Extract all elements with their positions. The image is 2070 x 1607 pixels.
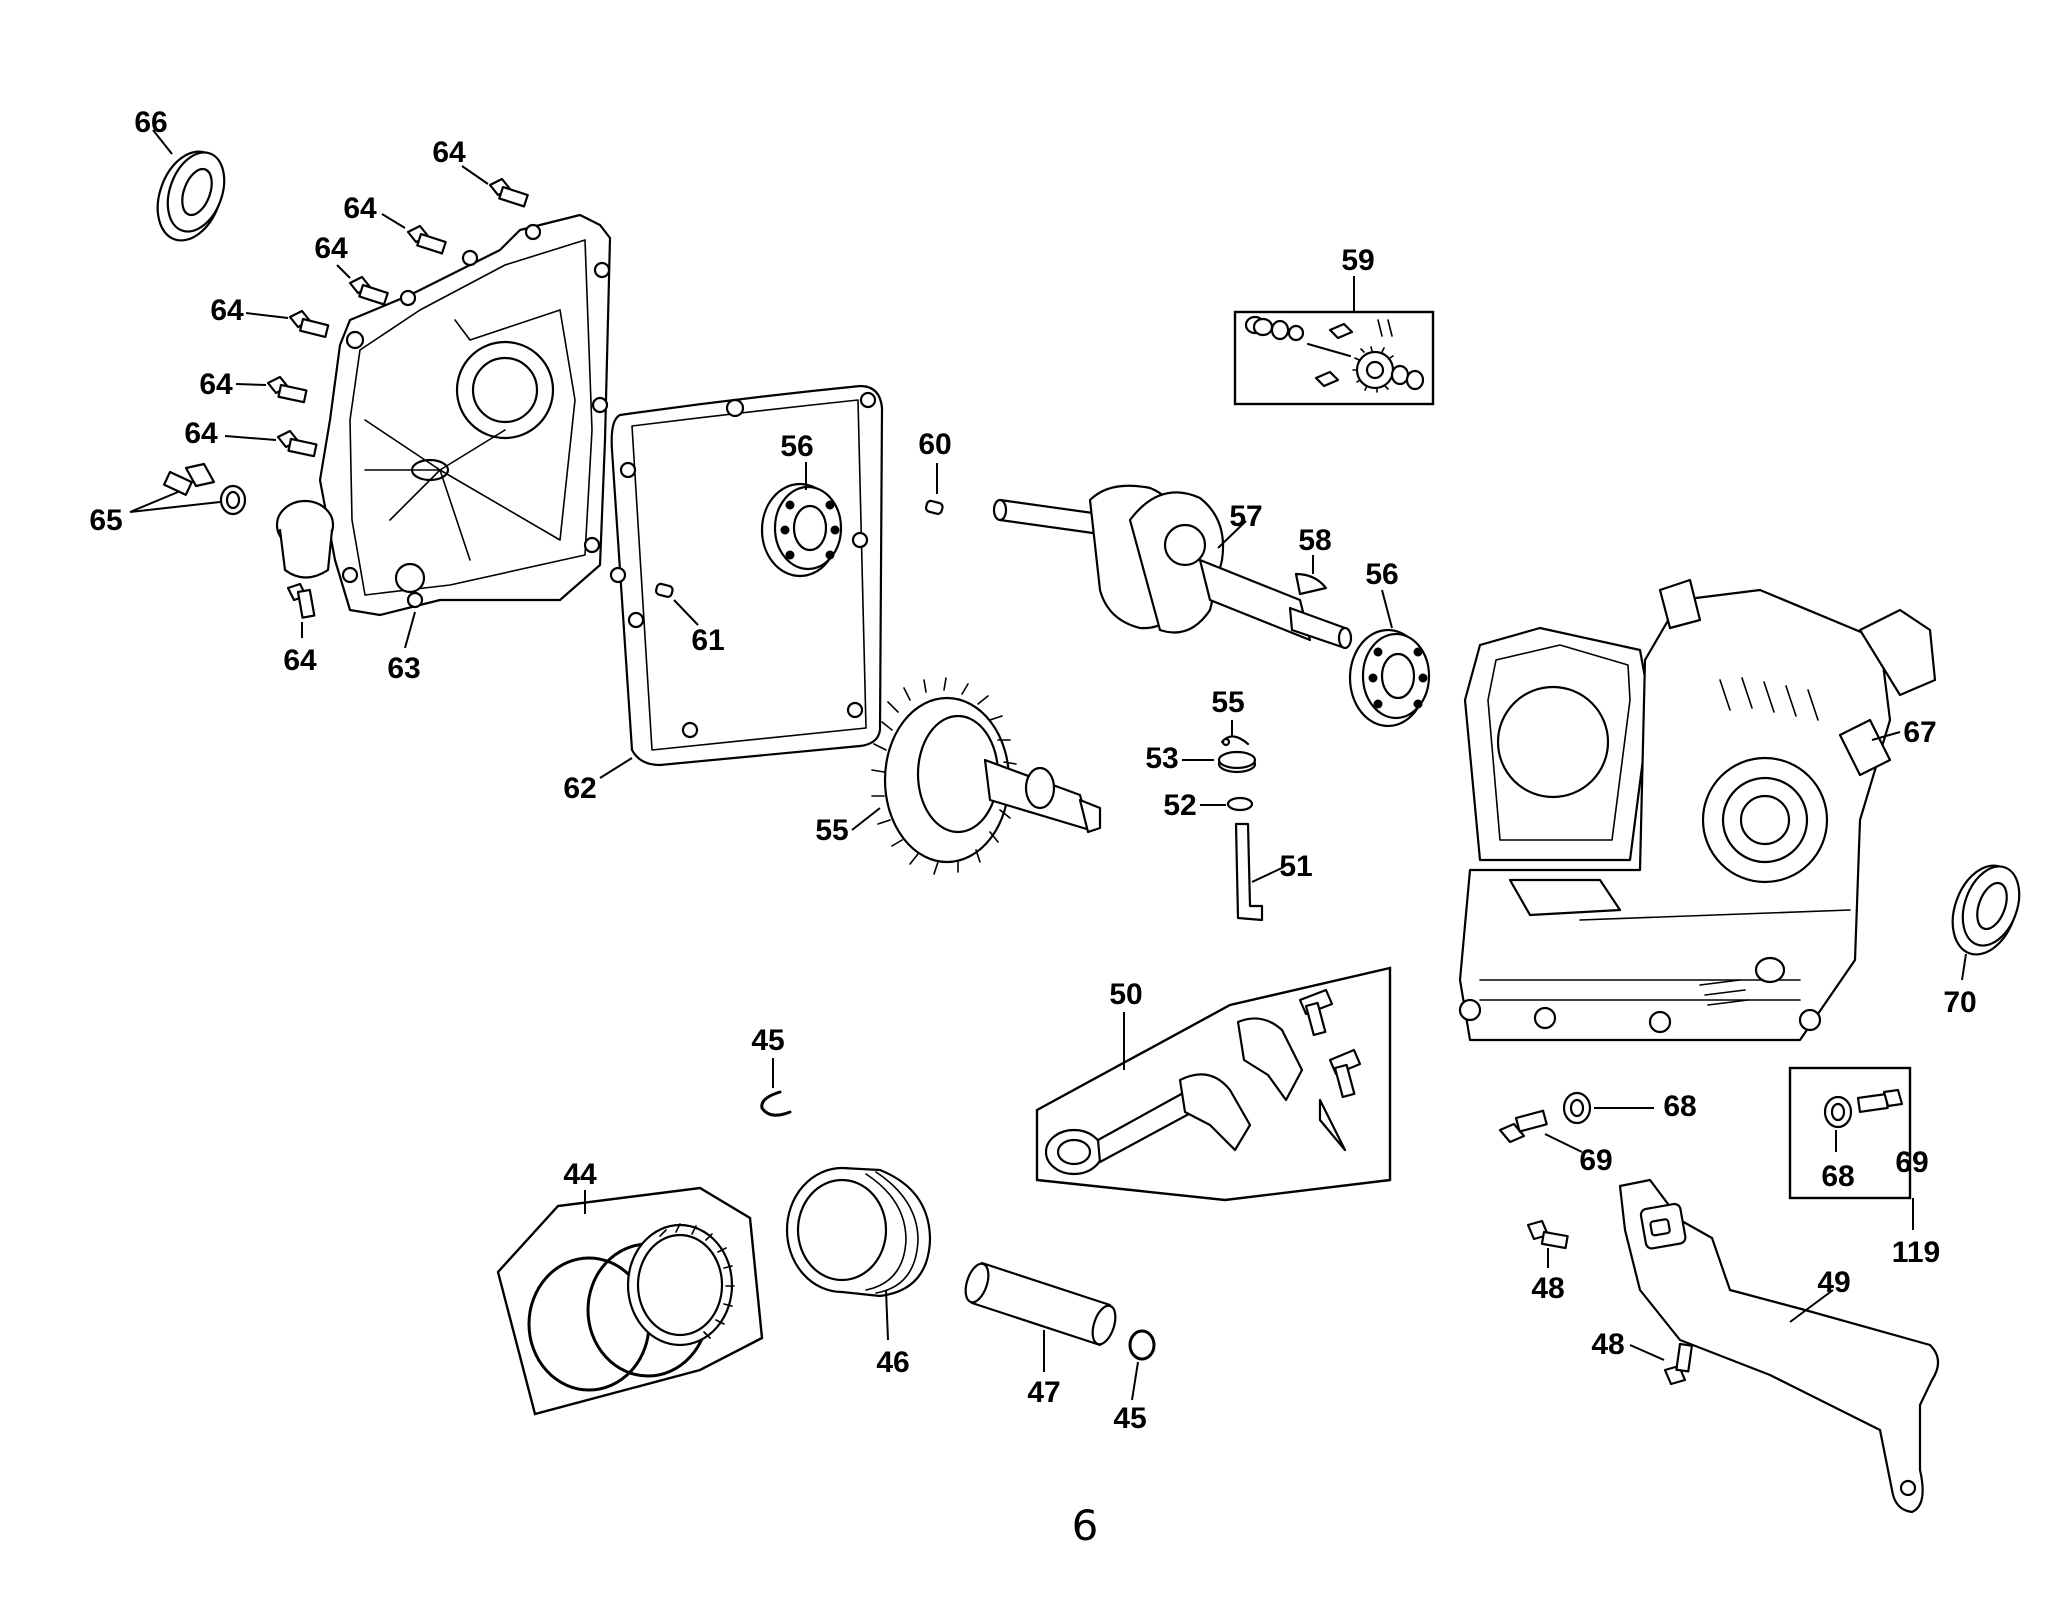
callout-64: 64 — [432, 136, 466, 169]
washer-68 — [1562, 1091, 1592, 1125]
callout-56: 56 — [1365, 558, 1398, 591]
oil-seal-66 — [156, 150, 226, 242]
ball-bearing-56 — [1348, 628, 1431, 728]
callout-47: 47 — [1027, 1376, 1060, 1409]
engine-block-67 — [1458, 578, 1937, 1042]
connecting-rod-box — [1035, 966, 1392, 1202]
callout-63: 63 — [387, 652, 420, 685]
callout-68: 68 — [1663, 1090, 1696, 1123]
crankcase-cover-63 — [318, 213, 612, 617]
callout-49: 49 — [1817, 1266, 1850, 1299]
governor-arm-51 — [1234, 822, 1264, 922]
callout-55: 55 — [815, 814, 848, 847]
governor-assembly-59 — [1244, 315, 1425, 393]
bolt-69 — [1498, 1109, 1548, 1144]
callout-60: 60 — [918, 428, 951, 461]
callout-66: 66 — [134, 106, 167, 139]
bracket-49 — [1618, 1178, 1940, 1514]
bolt-64 — [288, 309, 330, 339]
circlip-45 — [760, 1090, 792, 1117]
callout-119: 119 — [1892, 1236, 1940, 1269]
piston-rings-44 — [527, 1223, 735, 1392]
gasket-62 — [609, 384, 884, 767]
cover-boss — [275, 499, 335, 579]
callout-65: 65 — [89, 504, 122, 537]
pin-55 — [1220, 735, 1250, 747]
camshaft-55 — [871, 677, 1102, 875]
bolt-64 — [266, 375, 308, 404]
callout-64: 64 — [283, 644, 317, 677]
callout-57: 57 — [1229, 500, 1262, 533]
callout-69: 69 — [1895, 1146, 1928, 1179]
callout-53: 53 — [1145, 742, 1178, 775]
callout-62: 62 — [563, 772, 596, 805]
callout-59: 59 — [1341, 244, 1374, 277]
bolt-64 — [488, 177, 529, 208]
ring-52 — [1226, 796, 1254, 812]
callout-56: 56 — [780, 430, 813, 463]
callout-61: 61 — [691, 624, 724, 657]
callout-52: 52 — [1163, 789, 1196, 822]
governor-assembly-box — [1233, 310, 1435, 406]
washer-53 — [1217, 750, 1257, 774]
bolt-64 — [276, 429, 318, 458]
callout-64: 64 — [343, 192, 377, 225]
bolt-64 — [286, 582, 316, 619]
connecting-rod-50 — [1044, 988, 1362, 1176]
callout-46: 46 — [876, 1346, 909, 1379]
piston-46 — [785, 1166, 932, 1298]
callout-48: 48 — [1591, 1328, 1624, 1361]
callout-67: 67 — [1903, 716, 1936, 749]
callout-50: 50 — [1109, 978, 1142, 1011]
oil-seal-70 — [1951, 864, 2021, 956]
callout-51: 51 — [1279, 850, 1312, 883]
washer-68 — [1823, 1095, 1853, 1129]
callout-48: 48 — [1531, 1272, 1564, 1305]
callout-64: 64 — [184, 417, 218, 450]
callout-45: 45 — [751, 1024, 784, 1057]
callout-64: 64 — [210, 294, 244, 327]
callout-55: 55 — [1211, 686, 1244, 719]
callout-44: 44 — [563, 1158, 597, 1191]
bolt-69 — [1856, 1088, 1904, 1113]
callout-64: 64 — [314, 232, 348, 265]
callout-64: 64 — [199, 368, 233, 401]
callout-58: 58 — [1298, 524, 1331, 557]
circlip-45 — [1128, 1329, 1156, 1361]
bolt-48 — [1663, 1342, 1693, 1386]
bolt-64 — [348, 275, 389, 306]
callout-69: 69 — [1579, 1144, 1612, 1177]
dowel-pin-60 — [924, 499, 944, 515]
piston-rings-box — [496, 1186, 764, 1416]
callout-70: 70 — [1943, 986, 1976, 1019]
woodruff-key-58 — [1294, 572, 1328, 596]
drain-plug-65 — [162, 462, 247, 516]
bolt-48 — [1526, 1219, 1569, 1250]
callout-68: 68 — [1821, 1160, 1854, 1193]
piston-pin-47 — [964, 1261, 1117, 1347]
callout-45: 45 — [1113, 1402, 1146, 1435]
crankshaft-57 — [992, 484, 1353, 650]
ball-bearing-56 — [760, 482, 843, 578]
dowel-pin-61 — [654, 582, 674, 598]
bolt-64 — [406, 224, 447, 255]
page-number: 6 — [1072, 1501, 1099, 1550]
